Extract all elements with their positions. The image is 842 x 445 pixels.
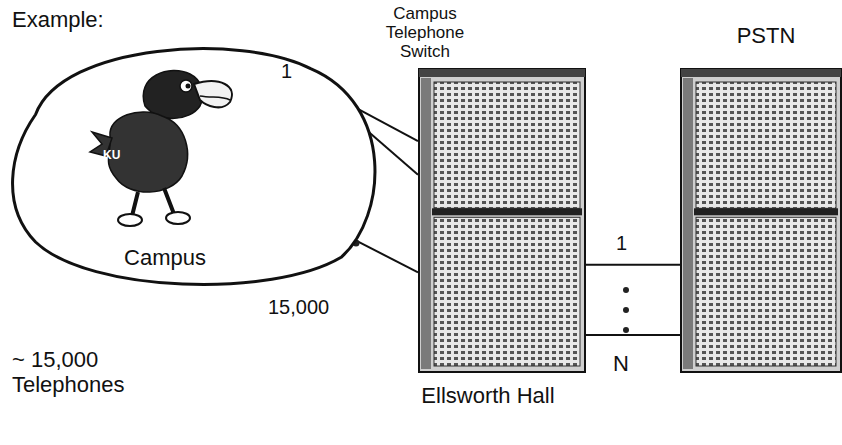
rack-body [681, 69, 841, 372]
trunk-lines [586, 265, 680, 335]
annotation-label: 15,000 [268, 296, 329, 318]
rack-middle-bar [694, 208, 838, 215]
jayhawk-mascot [90, 71, 232, 226]
mascot-beak [194, 81, 232, 107]
rack-middle-bar [432, 208, 582, 215]
node-label: Ellsworth Hall [418, 384, 558, 409]
rack-side-panel [421, 78, 431, 369]
switch-rack: Campus Telephone SwitchEllsworth Hall [418, 68, 586, 373]
rack-lower-grid [696, 217, 836, 366]
mascot-legs [132, 188, 174, 216]
annotation-label: Example: [12, 8, 104, 33]
rack-side-panel [683, 78, 693, 369]
mascot-shoe [166, 212, 190, 224]
rack-top-bar [681, 69, 841, 77]
mascot-beak-line [200, 96, 230, 100]
rack-top-bar [419, 69, 585, 77]
campus-region: Campus [5, 38, 387, 293]
telephone-switch-rack [418, 68, 586, 373]
campus-blob [13, 49, 375, 285]
node-label: Campus Telephone Switch [373, 4, 477, 61]
node-label: PSTN [716, 24, 816, 49]
rack-upper-grid [434, 82, 580, 208]
annotation-label: N [613, 352, 629, 377]
mascot-shoe [118, 214, 142, 226]
switch-rack: PSTN [680, 68, 842, 373]
annotation-label: 1 [616, 232, 627, 254]
rack-lower-grid [434, 217, 580, 366]
mascot-eye [180, 80, 192, 92]
node-label: Campus [100, 246, 230, 271]
mascot-letters: KU [103, 149, 120, 162]
mascot-head [143, 71, 203, 119]
annotation-label: ~ 15,000 Telephones [12, 348, 182, 397]
telephone-switch-rack [680, 68, 842, 373]
trunk-line [586, 264, 680, 266]
annotation-label: 1 [281, 60, 292, 82]
mascot-pupil [186, 84, 191, 89]
trunk-line [586, 334, 680, 336]
rack-upper-grid [696, 82, 836, 208]
rack-body [419, 69, 585, 372]
